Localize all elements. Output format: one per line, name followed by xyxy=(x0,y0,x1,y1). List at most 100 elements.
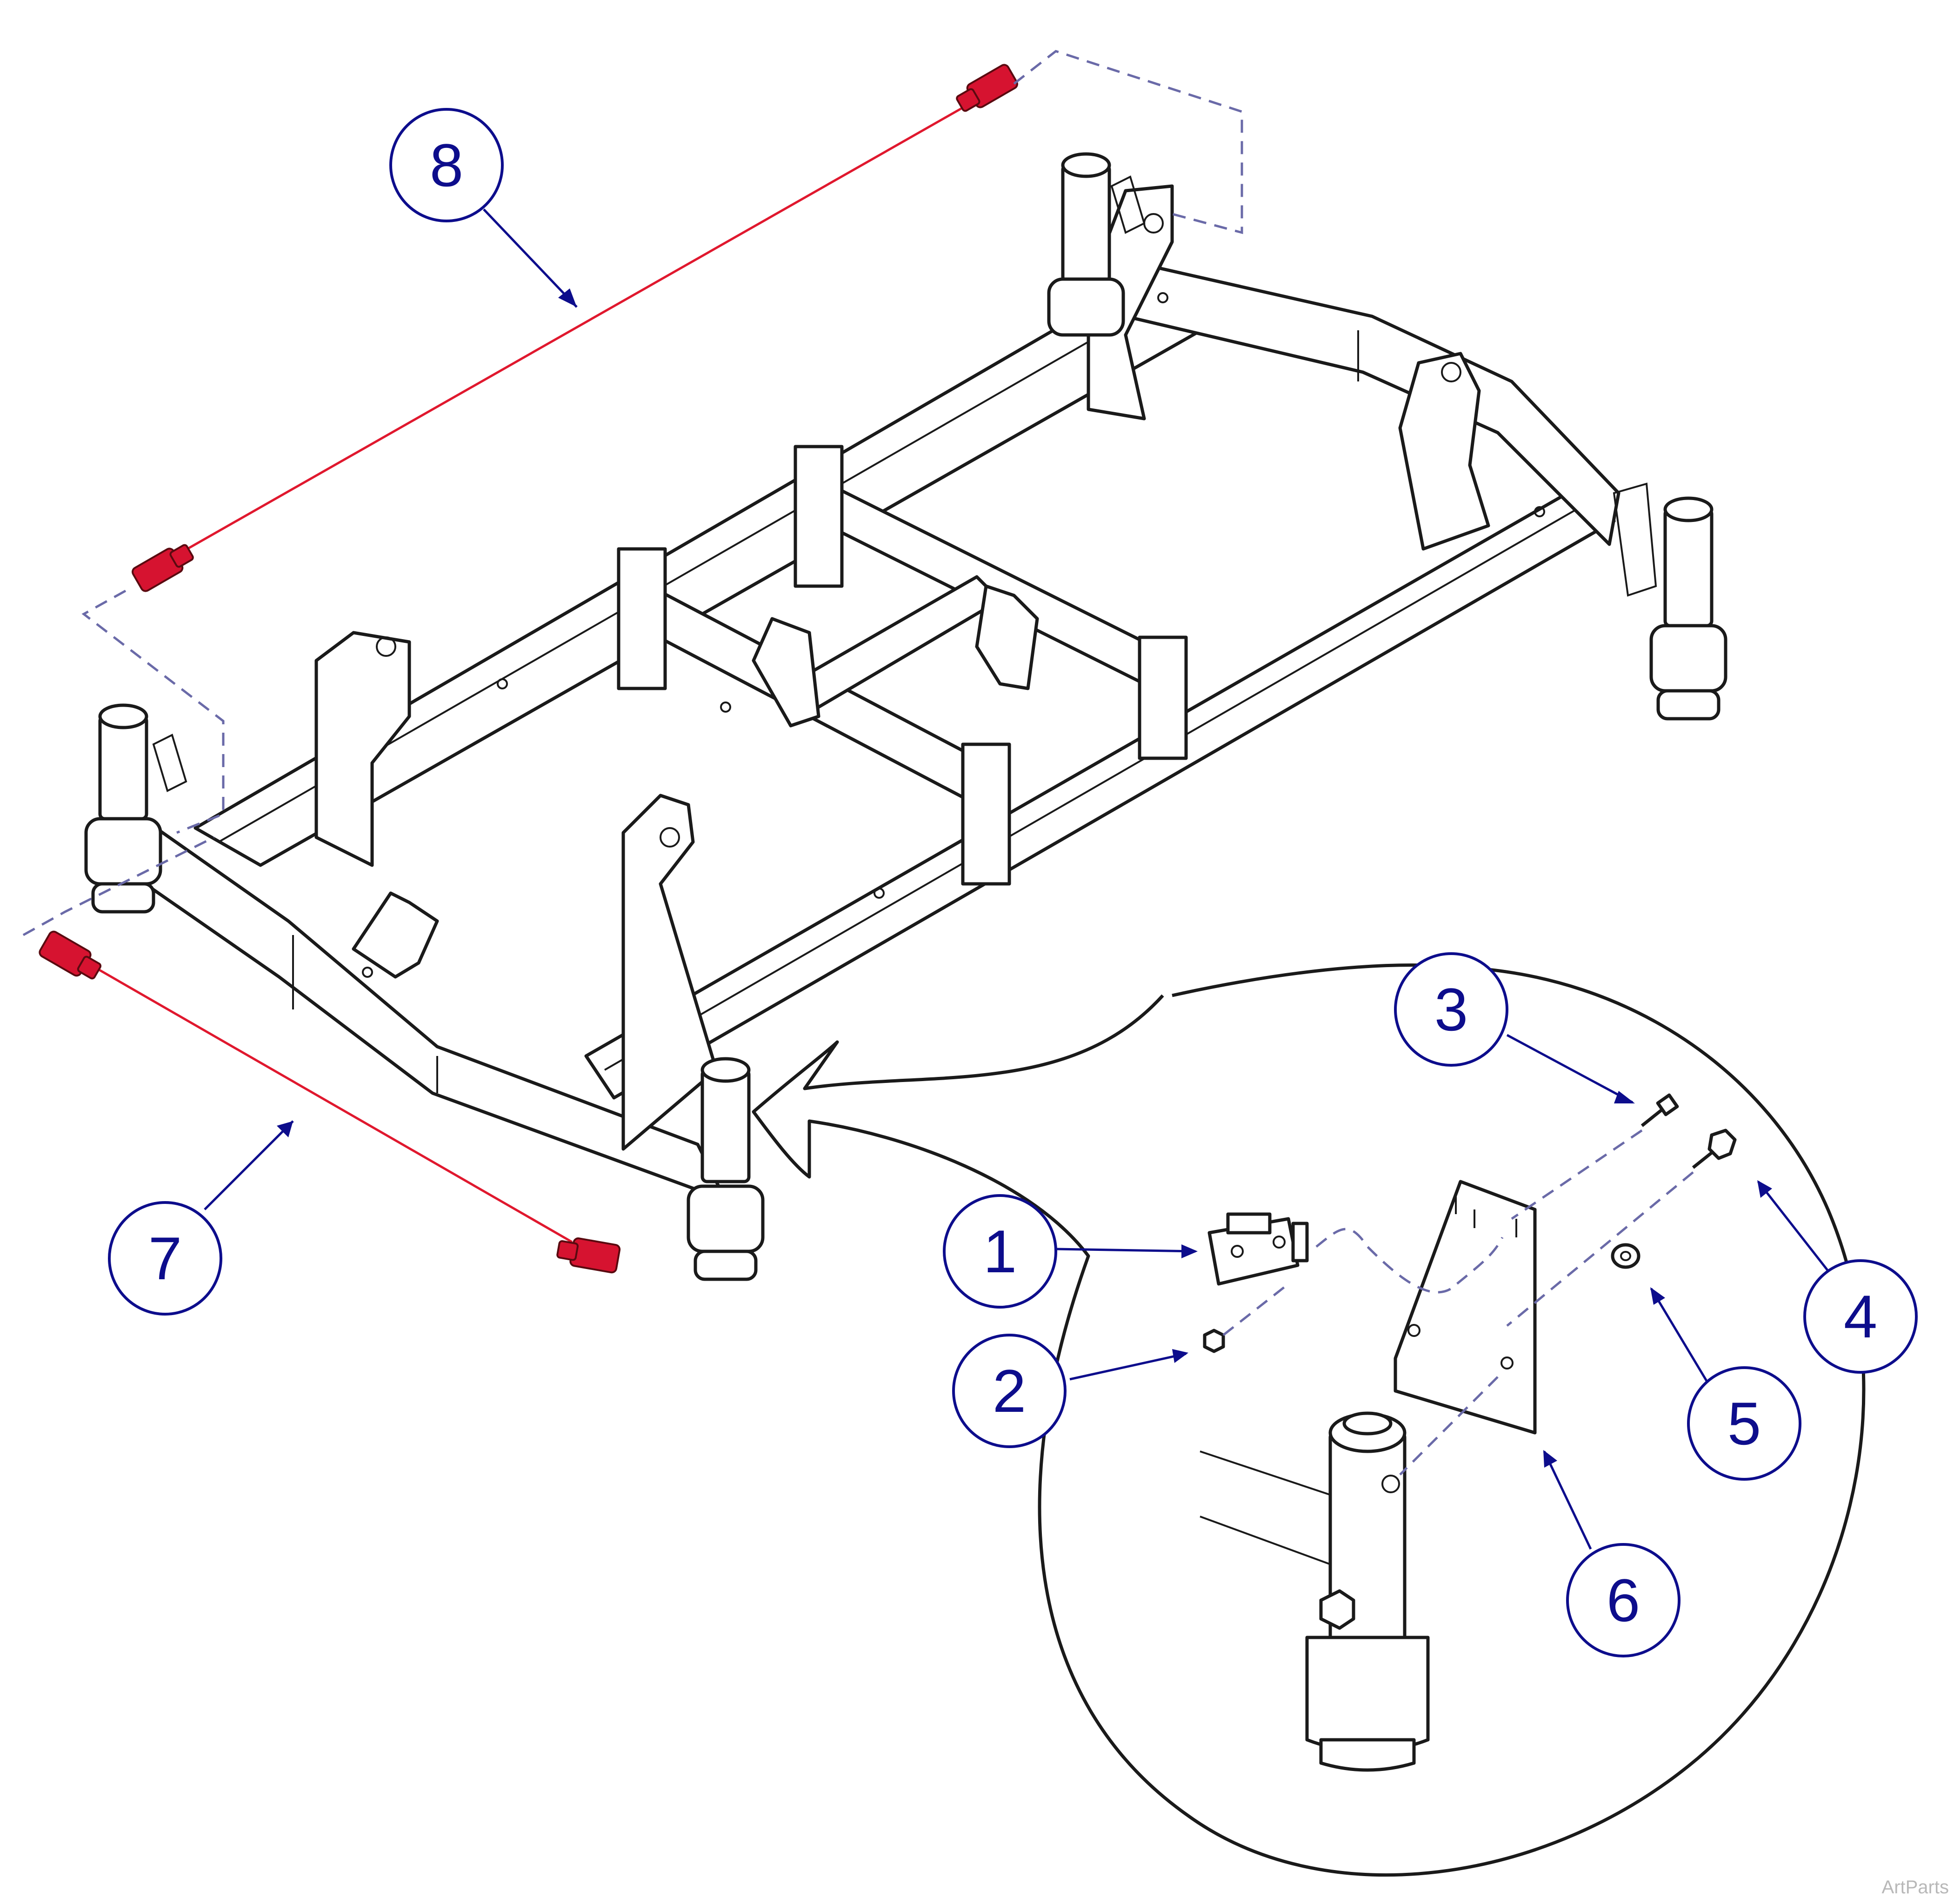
detail-caster-wheel xyxy=(1305,1636,1430,1753)
assembly-line-bolt xyxy=(1506,1171,1694,1327)
detail-rail-top xyxy=(1200,1450,1340,1499)
leader-5 xyxy=(1650,1288,1708,1383)
leader-8-arrow xyxy=(558,288,577,307)
leg-switch-right-front xyxy=(1613,482,1657,597)
callout-7: 7 xyxy=(108,1201,222,1316)
leg-switch-right-rear xyxy=(1110,175,1146,234)
callout-1: 1 xyxy=(943,1194,1057,1309)
rail-hole xyxy=(720,701,731,713)
detail-caster-base xyxy=(1319,1738,1416,1772)
assembly-line-screw xyxy=(1511,1129,1643,1220)
callout-6: 6 xyxy=(1566,1543,1681,1657)
cable-7 xyxy=(78,957,573,1243)
leader-1-arrow xyxy=(1181,1244,1198,1258)
connector-8-top xyxy=(956,64,1018,112)
leader-7-arrow xyxy=(277,1121,293,1137)
callout-3-label: 3 xyxy=(1434,975,1468,1043)
hex-bolt xyxy=(1692,1129,1737,1169)
callout-5: 5 xyxy=(1687,1366,1801,1481)
callout-6-label: 6 xyxy=(1607,1566,1640,1634)
callout-3: 3 xyxy=(1394,952,1508,1067)
callout-2-circle xyxy=(952,1334,1067,1448)
upright-a-left xyxy=(617,547,667,690)
micro-switch xyxy=(1207,1212,1309,1286)
leader-lines xyxy=(204,208,1843,1550)
callout-5-circle xyxy=(1687,1366,1801,1481)
leader-5-arrow xyxy=(1650,1287,1665,1305)
detail-leg-hole xyxy=(1381,1475,1400,1493)
mounting-plate xyxy=(1394,1180,1537,1435)
callout-7-label: 7 xyxy=(148,1224,182,1292)
front-rail-edge xyxy=(604,492,1605,1071)
caster-right-rear xyxy=(1047,152,1125,337)
upright-b-right xyxy=(1138,635,1188,760)
bracket-1 xyxy=(314,631,411,867)
rail-hole xyxy=(874,888,885,899)
callout-4-circle xyxy=(1803,1259,1918,1374)
leader-6 xyxy=(1543,1450,1592,1550)
caster-left-front xyxy=(687,1057,765,1281)
leader-8 xyxy=(483,208,578,308)
detail-switch-assembly xyxy=(1200,1093,1737,1772)
cable-8 xyxy=(162,101,973,564)
leader-2 xyxy=(1069,1352,1187,1381)
bracket-4 xyxy=(1398,352,1490,551)
connector-7-left xyxy=(39,930,102,980)
callout-5-label: 5 xyxy=(1727,1390,1761,1457)
washer xyxy=(1611,1243,1641,1269)
leader-1 xyxy=(1055,1248,1196,1253)
right-end-rail xyxy=(1124,259,1621,546)
small-screw xyxy=(1641,1093,1679,1127)
rail-hole xyxy=(497,678,508,689)
detail-view xyxy=(752,963,1866,1877)
connector-8-bottom xyxy=(132,544,194,592)
center-link xyxy=(789,575,1002,709)
upright-b-left xyxy=(794,445,844,588)
rail-hole xyxy=(1534,506,1545,517)
rail-hole xyxy=(1157,292,1168,303)
leader-3-arrow xyxy=(1614,1091,1635,1103)
routing-line-bottom xyxy=(22,836,215,936)
bracket-4-hole xyxy=(1441,362,1461,382)
callout-4: 4 xyxy=(1803,1259,1918,1374)
assembly-line-plate xyxy=(1315,1228,1504,1294)
connector-7-right xyxy=(556,1237,621,1274)
callout-8-label: 8 xyxy=(430,131,463,199)
callout-4-label: 4 xyxy=(1844,1283,1877,1350)
lift-tab-3 xyxy=(752,617,820,728)
callout-3-circle xyxy=(1394,952,1508,1067)
callout-1-label: 1 xyxy=(983,1217,1017,1285)
leader-2-arrow xyxy=(1172,1349,1188,1363)
artparts-watermark: ArtParts xyxy=(1882,1877,1949,1897)
cable-routing xyxy=(22,50,1243,936)
bracket-2 xyxy=(621,794,718,1151)
leader-4-arrow xyxy=(1757,1180,1772,1198)
assembly-line-nut xyxy=(1222,1283,1289,1336)
assembly-line-leg xyxy=(1399,1376,1499,1476)
leader-7 xyxy=(204,1120,294,1210)
callout-1-circle xyxy=(943,1194,1057,1309)
plate-hole xyxy=(1407,1324,1420,1337)
routing-line-top xyxy=(1013,50,1243,234)
leader-3 xyxy=(1506,1034,1634,1104)
detail-callout-outline xyxy=(752,963,1866,1877)
callout-bubbles: 1 2 3 4 5 6 7 8 xyxy=(108,108,1918,1657)
caster-right-front xyxy=(1649,496,1727,721)
lift-tab-1 xyxy=(352,891,439,979)
callout-6-circle xyxy=(1566,1543,1681,1657)
callout-8: 8 xyxy=(389,108,504,222)
bracket-2-hole xyxy=(660,827,680,848)
plate-hole xyxy=(1501,1356,1514,1370)
callout-2-label: 2 xyxy=(993,1357,1026,1425)
lift-tab-2 xyxy=(975,584,1039,690)
routing-line-middle xyxy=(81,589,225,834)
callout-8-circle xyxy=(389,108,504,222)
upright-a-right xyxy=(961,742,1011,886)
cables xyxy=(39,64,1018,1274)
leg-switch-left xyxy=(152,734,187,792)
caster-left-rear xyxy=(84,703,162,914)
detail-rail-bottom xyxy=(1200,1516,1340,1569)
bracket-1-hole xyxy=(376,636,396,657)
